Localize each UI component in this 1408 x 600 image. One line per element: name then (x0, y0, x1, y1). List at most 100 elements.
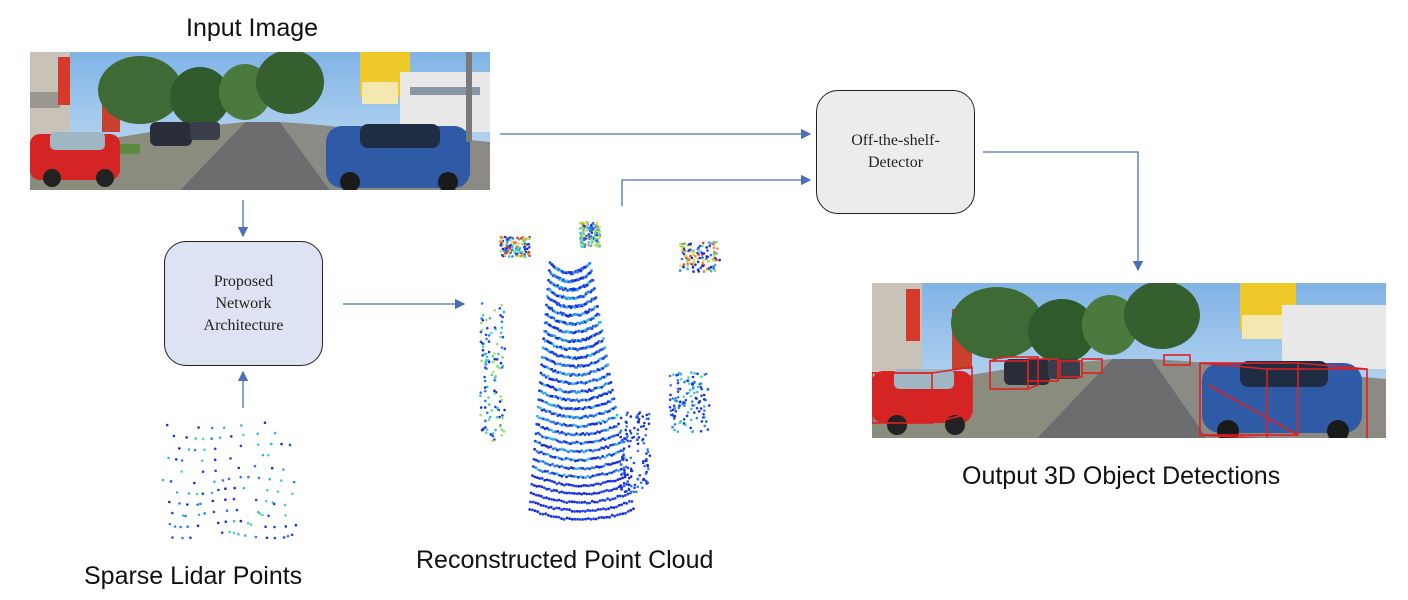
cloud-point (596, 473, 599, 477)
cloud-point (594, 439, 598, 443)
sparse-point (286, 534, 290, 538)
cloud-point (558, 387, 562, 391)
sparse-point (217, 521, 220, 525)
cloud-point (608, 498, 612, 502)
cloud-point (582, 484, 586, 487)
sparse-point (201, 437, 205, 441)
cloud-point (574, 467, 578, 470)
cloud-point (613, 514, 617, 518)
cloud-point (481, 345, 485, 349)
cloud-point (702, 252, 706, 255)
cloud-point (569, 442, 572, 446)
cloud-point (597, 228, 600, 232)
cloud-point (543, 427, 547, 431)
cloud-point (589, 234, 593, 238)
sparse-point (201, 492, 205, 495)
cloud-point (487, 360, 491, 364)
cloud-point (562, 507, 566, 511)
cloud-point (671, 397, 675, 400)
cloud-point (491, 360, 495, 364)
sparse-point (174, 458, 178, 461)
cloud-point (593, 229, 596, 233)
cloud-point (571, 458, 575, 462)
cloud-point (612, 506, 616, 510)
cloud-point (583, 510, 587, 513)
cloud-point (596, 305, 599, 308)
cloud-point (605, 472, 609, 476)
cloud-point (497, 352, 500, 356)
sparse-point (182, 514, 185, 517)
sparse-point (244, 534, 247, 537)
cloud-point (676, 387, 680, 391)
cloud-point (690, 250, 694, 253)
cloud-point (615, 505, 618, 509)
cloud-point (597, 491, 601, 495)
cloud-point (678, 421, 682, 424)
cloud-point (575, 440, 579, 444)
cloud-point (552, 403, 556, 407)
cloud-point (681, 242, 684, 246)
sparse-point (193, 448, 197, 452)
cloud-point (621, 512, 625, 516)
cloud-point (595, 422, 598, 426)
cloud-point (491, 434, 495, 438)
cloud-point (621, 449, 625, 452)
cloud-point (629, 431, 633, 435)
sparse-point (276, 490, 280, 493)
cloud-point (608, 372, 611, 376)
cloud-point (503, 347, 507, 350)
cloud-point (601, 507, 605, 511)
cloud-point (591, 449, 595, 453)
cloud-point (590, 231, 594, 234)
sparse-lidar-dots (161, 421, 298, 540)
cloud-point (580, 245, 584, 249)
cloud-point (616, 433, 620, 437)
cloud-point (597, 313, 601, 317)
cloud-point (581, 518, 585, 521)
sparse-point (246, 521, 250, 525)
cloud-point (630, 484, 633, 488)
cloud-point (528, 508, 532, 511)
cloud-point (487, 396, 490, 399)
cloud-point (679, 264, 682, 268)
cloud-point (500, 346, 504, 349)
cloud-point (566, 441, 570, 445)
cloud-point (493, 389, 496, 392)
sparse-point (218, 436, 222, 440)
cloud-point (534, 458, 538, 462)
cloud-point (568, 508, 571, 512)
cloud-point (605, 437, 609, 441)
cloud-point (706, 249, 709, 252)
cloud-point (534, 501, 537, 505)
cloud-point (551, 342, 555, 346)
cloud-point (616, 478, 620, 481)
cloud-point (586, 440, 590, 444)
cloud-point (601, 455, 604, 458)
cloud-point (604, 445, 608, 448)
cloud-point (589, 432, 593, 435)
cloud-point (585, 458, 589, 462)
cloud-point (611, 497, 615, 501)
cloud-point (542, 452, 546, 456)
cloud-point (539, 425, 543, 429)
cloud-point (676, 390, 680, 393)
cloud-point (529, 491, 533, 495)
cloud-point (587, 423, 590, 426)
cloud-point (549, 514, 553, 518)
cloud-point (507, 255, 511, 258)
cloud-point (479, 330, 483, 334)
cloud-point (706, 388, 710, 391)
cloud-point (596, 323, 600, 327)
cloud-point (549, 445, 553, 449)
cloud-point (548, 463, 552, 467)
cloud-point (492, 370, 495, 374)
cloud-point (617, 504, 621, 507)
cloud-point (606, 363, 610, 367)
cloud-point (645, 413, 649, 417)
cloud-point (605, 354, 608, 358)
cloud-point (581, 467, 585, 470)
cloud-point (544, 452, 548, 456)
cloud-point (606, 463, 610, 466)
cloud-point (566, 424, 570, 428)
sparse-point (254, 498, 258, 502)
